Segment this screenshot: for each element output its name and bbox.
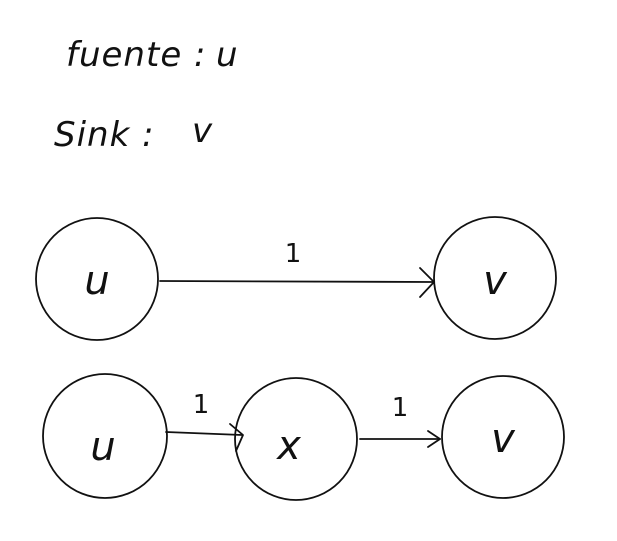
sink-value: v [192, 111, 213, 151]
graph1-edge-u-v-capacity: 1 [285, 239, 302, 269]
graph2-edge-x-v-arrowhead [427, 430, 441, 448]
graph2-edge-u-x-line [165, 431, 243, 436]
graph1-node-v-label: v [483, 258, 508, 304]
sink-label: Sink : [54, 115, 155, 155]
graph2-node-u-label: u [90, 424, 115, 470]
graph1-node-u-circle [35, 217, 159, 341]
notes: fuente : u Sink : v [54, 35, 239, 155]
graph2-node-v-label: v [491, 416, 516, 462]
graph2-edge-u-x-capacity: 1 [193, 390, 210, 420]
graph2-node-v-circle [441, 375, 565, 499]
graph-1: u v 1 [35, 216, 557, 341]
graph2-node-x-label: x [275, 423, 301, 469]
graph1-node-u-label: u [84, 258, 109, 304]
graph2-edge-x-v-capacity: 1 [392, 393, 409, 423]
source-value: u [216, 35, 239, 75]
graph1-edge-u-v-arrowhead [419, 267, 435, 298]
graph1-node-v-circle [433, 216, 557, 340]
graph1-edge-u-v-line [159, 280, 434, 283]
graph2-node-x-circle [234, 377, 358, 501]
graph-2: u x v 1 1 [42, 373, 565, 501]
graph2-node-u-circle [42, 373, 168, 499]
source-label: fuente : [66, 35, 207, 75]
graph2-edge-u-x-arrowhead [229, 423, 244, 452]
